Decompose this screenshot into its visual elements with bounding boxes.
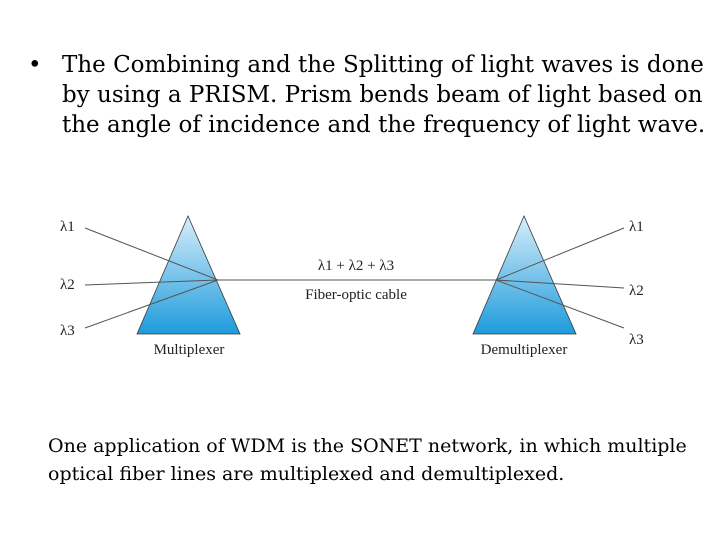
- demultiplexer-label: Demultiplexer: [481, 342, 568, 358]
- demultiplexer-prism: [472, 215, 577, 335]
- bullet-paragraph: • The Combining and the Splitting of lig…: [28, 50, 708, 140]
- multiplexer-label: Multiplexer: [154, 342, 225, 358]
- input-label-1: λ1: [60, 219, 75, 235]
- input-beam-2: [84, 279, 219, 286]
- input-label-3: λ3: [60, 323, 75, 339]
- output-beam-2: [495, 279, 625, 289]
- input-label-2: λ2: [60, 277, 75, 293]
- output-label-2: λ2: [629, 283, 644, 299]
- input-beam-3: [84, 279, 219, 329]
- multiplexer-prism: [136, 215, 241, 335]
- output-label-3: λ3: [629, 332, 644, 348]
- bullet-marker: •: [28, 52, 42, 78]
- output-beam-3: [495, 279, 625, 329]
- bullet-text: The Combining and the Splitting of light…: [62, 52, 706, 138]
- cable-label: Fiber-optic cable: [305, 287, 407, 303]
- output-label-1: λ1: [629, 219, 644, 235]
- caption-text: One application of WDM is the SONET netw…: [48, 435, 687, 485]
- output-beam-1: [495, 227, 625, 281]
- input-beam-1: [84, 227, 219, 281]
- wdm-diagram: λ1 λ2 λ3 λ1 λ2 λ3 λ1 + λ2 + λ3 Fiber-opt…: [60, 215, 644, 358]
- cable-sum-label: λ1 + λ2 + λ3: [318, 258, 394, 274]
